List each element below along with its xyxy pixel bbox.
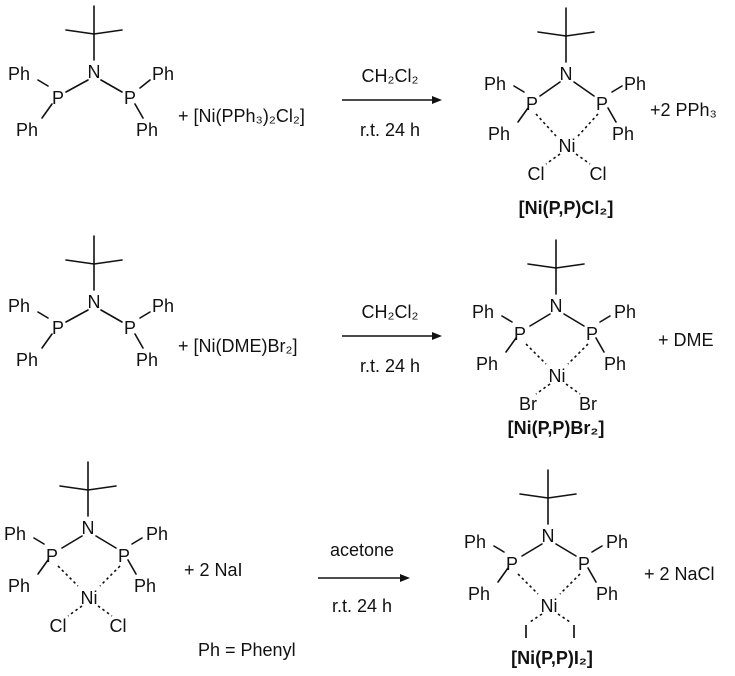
phosphorus-atom: P xyxy=(578,554,590,574)
halide-atom: Cl xyxy=(50,616,67,636)
starting-complex-3: N P P Ni Cl Cl Ph Ph Ph Ph xyxy=(4,461,168,636)
condition-solvent: CH₂Cl₂ xyxy=(362,66,419,86)
nitrogen-atom: N xyxy=(88,292,101,312)
phosphorus-atom: P xyxy=(596,94,608,114)
phosphorus-atom: P xyxy=(124,88,136,108)
halide-atom: Br xyxy=(519,394,537,414)
phenyl-label: Ph xyxy=(468,584,490,604)
phosphorus-atom: P xyxy=(506,554,518,574)
phosphorus-atom: P xyxy=(586,324,598,344)
phosphorus-atom: P xyxy=(52,88,64,108)
phenyl-label: Ph xyxy=(146,524,168,544)
phenyl-label: Ph xyxy=(8,576,30,596)
nickel-atom: Ni xyxy=(549,366,566,386)
phosphorus-atom: P xyxy=(46,546,58,566)
phosphorus-atom: P xyxy=(526,94,538,114)
phosphorus-atom: P xyxy=(514,324,526,344)
phenyl-label: Ph xyxy=(16,120,38,140)
halide-atom: Cl xyxy=(528,164,545,184)
product-name: [Ni(P,P)Cl₂] xyxy=(519,198,614,218)
reaction-1: N P P Ph Ph Ph Ph + [Ni(PPh₃)₂Cl₂] CH₂Cl… xyxy=(8,5,717,218)
halide-atom: Cl xyxy=(110,616,127,636)
reaction-2: N P P Ph Ph Ph Ph + [Ni(DME)Br₂] CH₂Cl₂ … xyxy=(8,235,714,438)
phenyl-label: Ph xyxy=(152,64,174,84)
nitrogen-atom: N xyxy=(550,296,563,316)
reagent-label: + 2 NaI xyxy=(184,560,243,580)
product-complex-3: N P P Ni I I Ph Ph Ph Ph xyxy=(464,469,628,642)
nitrogen-atom: N xyxy=(542,526,555,546)
halide-atom: I xyxy=(571,622,576,642)
phenyl-label: Ph xyxy=(8,64,30,84)
phenyl-label: Ph xyxy=(612,124,634,144)
reagent-label: + [Ni(DME)Br₂] xyxy=(178,336,298,356)
phenyl-label: Ph xyxy=(4,524,26,544)
phenyl-label: Ph xyxy=(606,532,628,552)
phosphorus-atom: P xyxy=(118,546,130,566)
condition-solvent: acetone xyxy=(330,540,394,560)
phenyl-label: Ph xyxy=(596,584,618,604)
nickel-atom: Ni xyxy=(541,596,558,616)
phenyl-label: Ph xyxy=(8,296,30,316)
halide-atom: I xyxy=(523,622,528,642)
nitrogen-atom: N xyxy=(88,62,101,82)
product-name: [Ni(P,P)Br₂] xyxy=(508,418,605,438)
phenyl-label: Ph xyxy=(134,576,156,596)
halide-atom: Br xyxy=(579,394,597,414)
phenyl-label: Ph xyxy=(136,350,158,370)
phenyl-label: Ph xyxy=(624,74,646,94)
phenyl-label: Ph xyxy=(152,296,174,316)
ligand-2: N P P Ph Ph Ph Ph xyxy=(8,235,174,370)
phenyl-label: Ph xyxy=(484,74,506,94)
condition-solvent: CH₂Cl₂ xyxy=(362,302,419,322)
reagent-label: + [Ni(PPh₃)₂Cl₂] xyxy=(178,106,305,126)
phenyl-label: Ph xyxy=(604,354,626,374)
phenyl-label: Ph xyxy=(464,532,486,552)
nitrogen-atom: N xyxy=(82,518,95,538)
phenyl-label: Ph xyxy=(476,354,498,374)
condition-time: r.t. 24 h xyxy=(360,356,420,376)
nickel-atom: Ni xyxy=(559,136,576,156)
nickel-atom: Ni xyxy=(81,588,98,608)
condition-time: r.t. 24 h xyxy=(360,120,420,140)
phosphorus-atom: P xyxy=(52,318,64,338)
byproduct-label: + DME xyxy=(658,330,714,350)
product-complex-1: N P P Ni Cl Cl Ph Ph Ph Ph xyxy=(484,7,646,184)
phenyl-label: Ph xyxy=(472,302,494,322)
phenyl-label: Ph xyxy=(488,124,510,144)
condition-time: r.t. 24 h xyxy=(332,596,392,616)
halide-atom: Cl xyxy=(590,164,607,184)
byproduct-label: + 2 NaCl xyxy=(644,564,715,584)
product-name: [Ni(P,P)I₂] xyxy=(511,648,593,668)
phenyl-legend: Ph = Phenyl xyxy=(198,640,296,660)
product-complex-2: N P P Ni Br Br Ph Ph Ph Ph xyxy=(472,239,636,414)
byproduct-label: +2 PPh₃ xyxy=(650,100,717,120)
phosphorus-atom: P xyxy=(124,318,136,338)
nitrogen-atom: N xyxy=(560,64,573,84)
phenyl-label: Ph xyxy=(614,302,636,322)
ligand-1: N P P Ph Ph Ph Ph xyxy=(8,5,174,140)
phenyl-label: Ph xyxy=(16,350,38,370)
phenyl-label: Ph xyxy=(136,120,158,140)
reaction-3: N P P Ni Cl Cl Ph Ph Ph Ph + 2 NaI Ph = … xyxy=(4,461,715,668)
